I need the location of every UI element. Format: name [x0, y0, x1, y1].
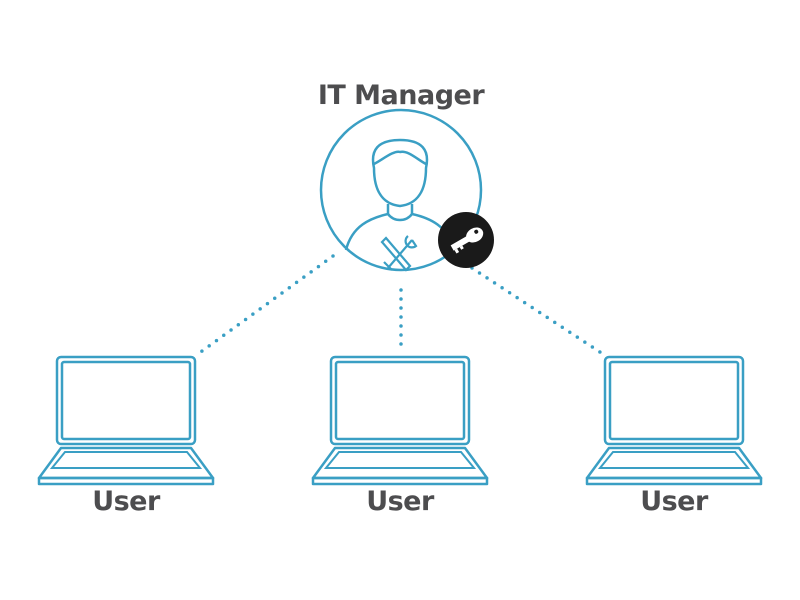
user-label-right: User: [640, 486, 708, 517]
tools-icon: [380, 235, 418, 272]
connector-left: [196, 254, 335, 356]
key-badge: [438, 212, 494, 268]
manager-label: IT Manager: [317, 80, 485, 111]
manager-circle: [319, 108, 483, 272]
user-label-middle: User: [366, 486, 434, 517]
connector-right: [470, 266, 608, 358]
manager-node: [319, 108, 483, 272]
laptop-icon-left: [37, 355, 215, 486]
person-icon: [344, 138, 456, 251]
laptop-icon-right: [585, 355, 763, 486]
connection-lines: [196, 254, 608, 358]
user-label-left: User: [92, 486, 160, 517]
laptop-icon-middle: [311, 355, 489, 486]
key-icon: [450, 227, 484, 254]
